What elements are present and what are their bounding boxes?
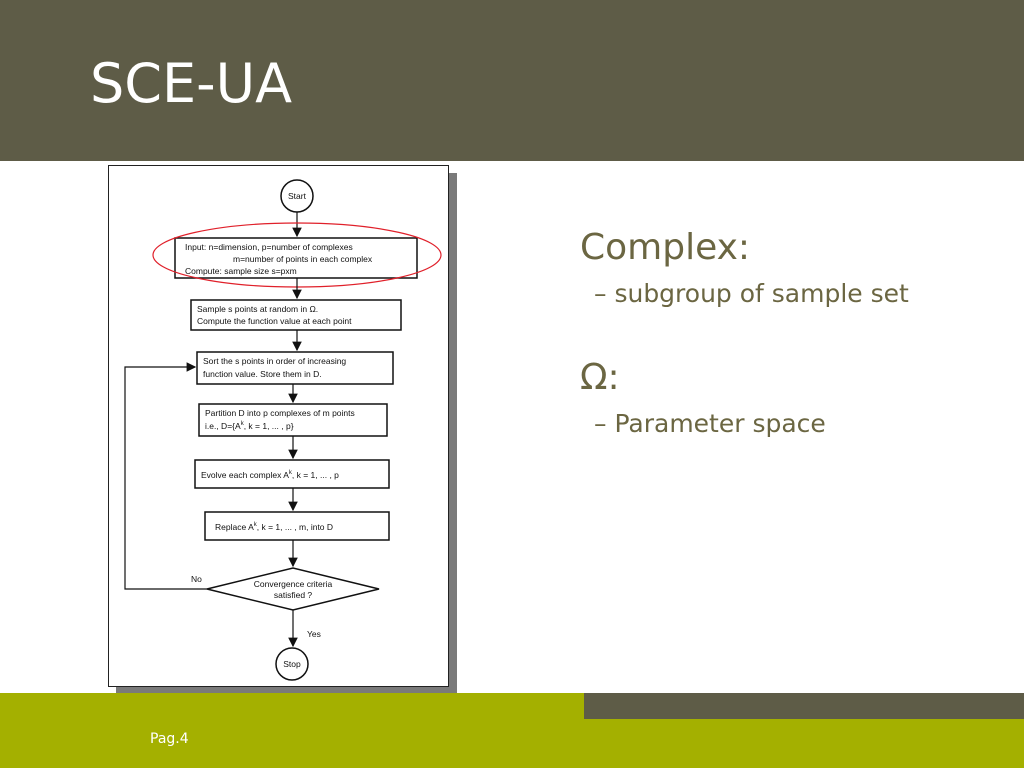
term-omega-def: – Parameter space (594, 409, 826, 438)
no-loop-arrow (124, 362, 207, 590)
no-label: No (191, 574, 202, 584)
sort-line2: function value. Store them in D. (203, 369, 322, 379)
replace-box (204, 511, 390, 541)
title-bar: SCE-UA (0, 0, 1024, 161)
partition-box (198, 403, 388, 437)
evolve-label: Evolve each complex Ak, k = 1, ... , p (201, 470, 339, 480)
sort-box (196, 351, 394, 385)
input-line2: m=number of points in each complex (233, 254, 373, 264)
yes-label: Yes (307, 629, 321, 639)
sample-line1: Sample s points at random in Ω. (197, 304, 318, 314)
input-box (174, 237, 418, 279)
decision-line1: Convergence criteria (254, 579, 333, 589)
convergence-decision (206, 567, 380, 611)
input-line1: Input: n=dimension, p=number of complexe… (185, 242, 353, 252)
partition-line1: Partition D into p complexes of m points (205, 408, 355, 418)
term-complex: Complex: (580, 227, 751, 268)
term-omega: Ω: (580, 357, 620, 398)
sort-line1: Sort the s points in order of increasing (203, 356, 346, 366)
flowchart-svg: Start Input: n=dimension, p=number of co… (124, 179, 442, 681)
partition-line2: i.e., D={Ak, k = 1, ... , p} (205, 421, 294, 431)
stop-node (275, 647, 309, 681)
input-line3: Compute: sample size s=pxm (185, 266, 297, 276)
start-label: Start (288, 191, 307, 201)
page-number: Pag.4 (150, 731, 189, 747)
replace-label: Replace Ak, k = 1, ... , m, into D (215, 522, 333, 532)
footer-accent (584, 693, 1024, 719)
flowchart-figure: Start Input: n=dimension, p=number of co… (108, 165, 449, 687)
decision-line2: satisfied ? (274, 590, 313, 600)
term-complex-def: – subgroup of sample set (594, 279, 909, 308)
slide-title: SCE-UA (90, 52, 293, 115)
sample-box (190, 299, 402, 331)
evolve-box (194, 459, 390, 489)
sample-line2: Compute the function value at each point (197, 316, 352, 326)
definitions: Complex: – subgroup of sample set Ω: – P… (580, 222, 1000, 444)
stop-label: Stop (283, 659, 301, 669)
